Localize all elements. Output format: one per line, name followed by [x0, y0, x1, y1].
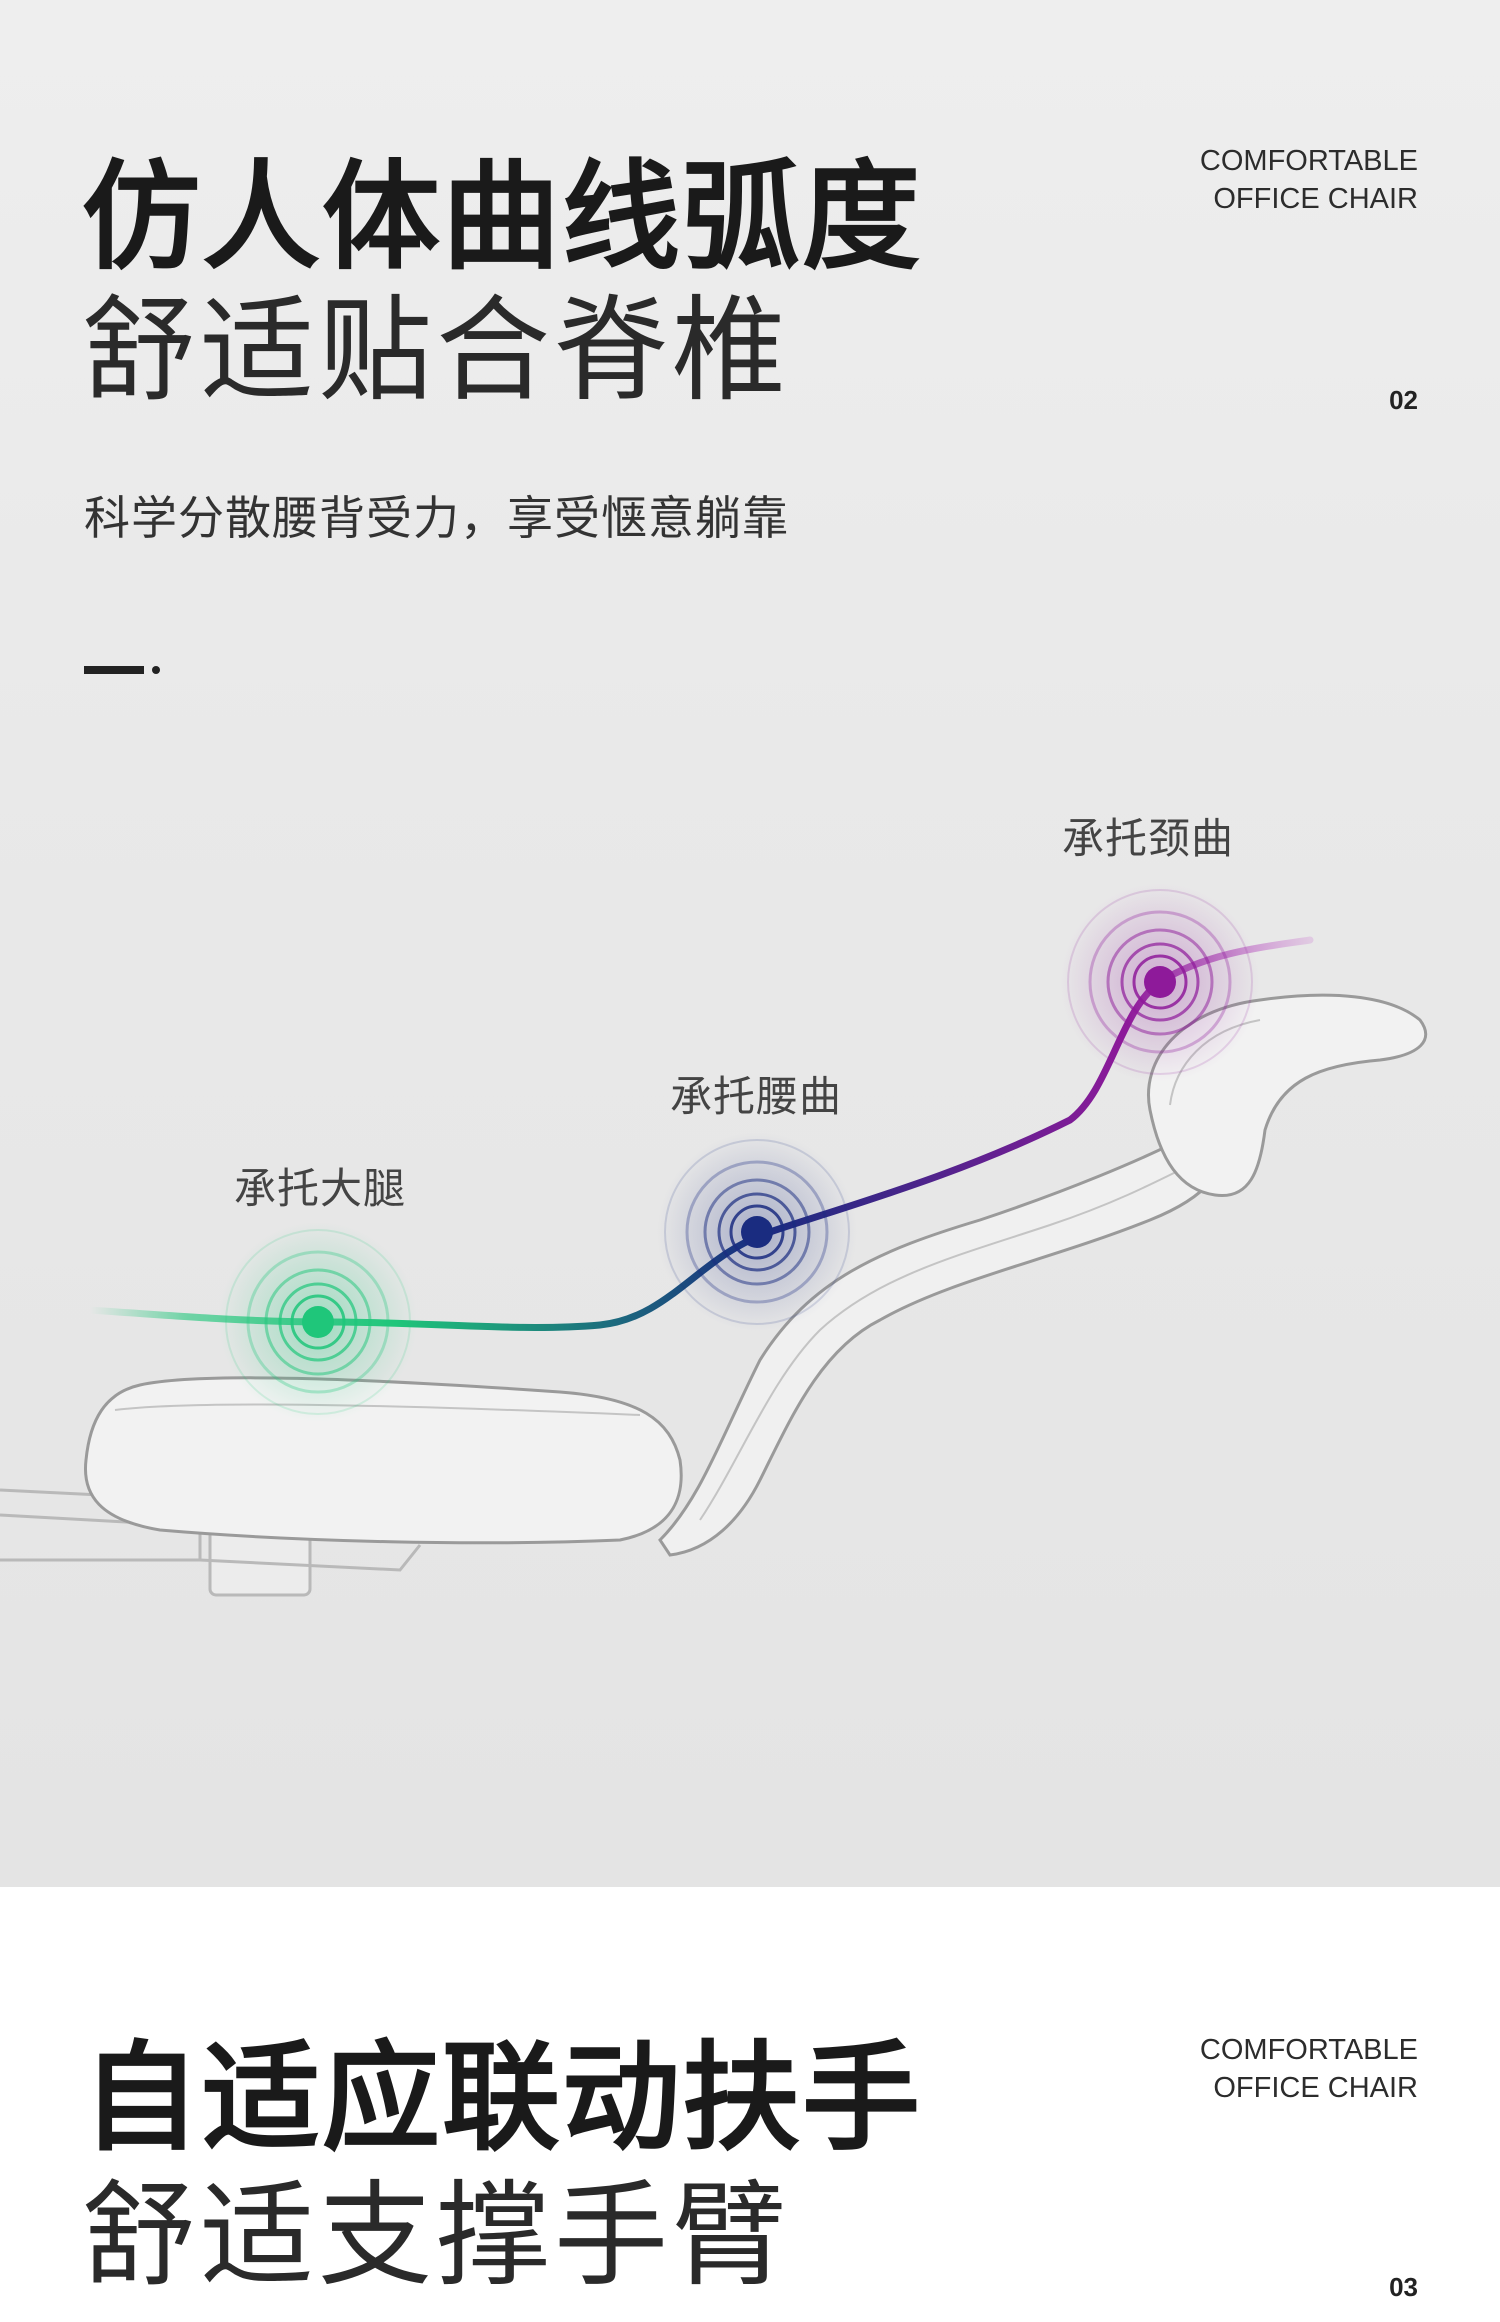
thigh-support-label: 承托大腿	[234, 1164, 407, 1213]
thigh-support-point-icon	[218, 1222, 418, 1422]
neck-support-point-icon	[1060, 882, 1260, 1082]
brand-line-2: OFFICE CHAIR	[1213, 183, 1418, 215]
brand-line-2: OFFICE CHAIR	[1213, 2072, 1418, 2104]
chair-seat-icon	[83, 1376, 683, 1545]
section-subtitle: 舒适支撑手臂	[82, 2169, 791, 2302]
section-description: 科学分散腰背受力，享受惬意躺靠	[84, 491, 789, 545]
page-number: 02	[1389, 385, 1418, 415]
chair-illustration	[0, 882, 1428, 1597]
divider-dash	[84, 666, 144, 674]
brand-line-1: COMFORTABLE	[1199, 145, 1418, 177]
feature-section-spine: 仿人体曲线弧度 舒适贴合脊椎 COMFORTABLE OFFICE CHAIR …	[0, 0, 1500, 1887]
brand-line-1: COMFORTABLE	[1199, 2034, 1418, 2066]
section-title: 仿人体曲线弧度	[82, 148, 923, 286]
section-subtitle: 舒适贴合脊椎	[82, 284, 791, 417]
lumbar-support-label: 承托腰曲	[670, 1072, 843, 1121]
brand-caption: COMFORTABLE OFFICE CHAIR	[1200, 142, 1418, 218]
page-number: 03	[1389, 2272, 1418, 2302]
section-title: 自适应联动扶手	[82, 2029, 923, 2167]
neck-support-label: 承托颈曲	[1062, 814, 1235, 863]
divider-dot	[152, 666, 160, 674]
lumbar-support-point-icon	[657, 1132, 857, 1332]
feature-section-armrest: 自适应联动扶手 舒适支撑手臂 COMFORTABLE OFFICE CHAIR …	[0, 1887, 1500, 2322]
brand-caption: COMFORTABLE OFFICE CHAIR	[1200, 2031, 1418, 2107]
